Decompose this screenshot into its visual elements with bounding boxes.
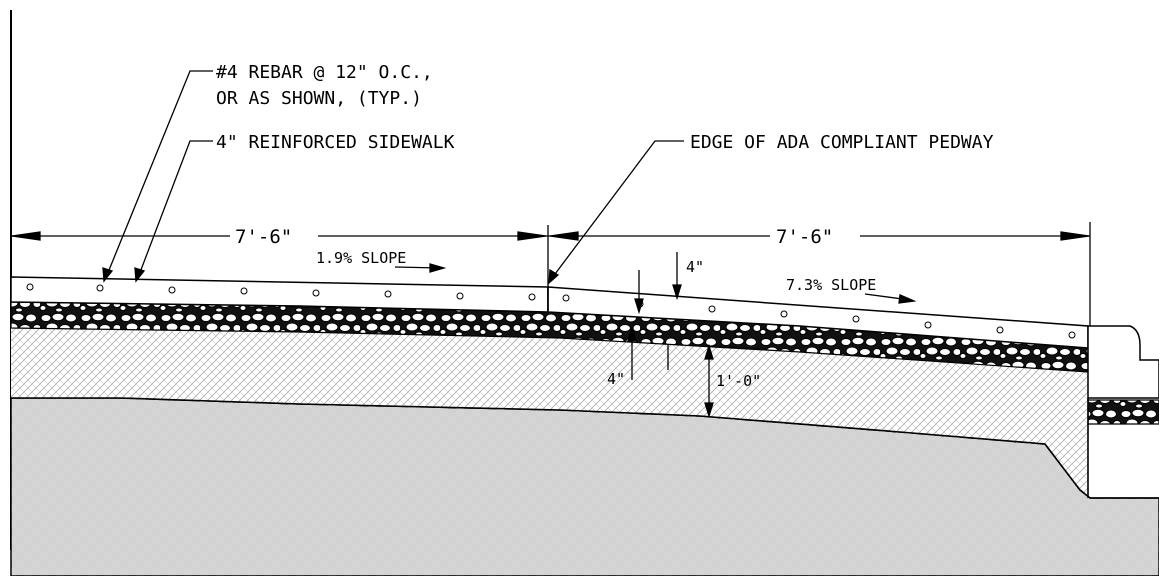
base-thickness-label: 4" (607, 370, 625, 388)
base-thickness-dim (627, 325, 669, 380)
leader-lines (102, 70, 684, 285)
slope-left-label: 1.9% SLOPE (316, 249, 406, 267)
subbase-depth-label: 1'-0" (716, 372, 761, 390)
slope-left-arrow (394, 263, 447, 273)
slope-right-arrow (864, 293, 917, 304)
curb-gravel (1087, 399, 1159, 425)
rebar-note-line2: OR AS SHOWN, (TYP.) (216, 88, 422, 109)
slab-thickness-dim (634, 252, 682, 315)
slope-right-label: 7.3% SLOPE (786, 276, 876, 294)
sidewalk-slab-left (10, 276, 549, 313)
curb (1087, 325, 1159, 399)
subbase-layer (11, 328, 1088, 498)
sidewalk-note: 4" REINFORCED SIDEWALK (216, 132, 455, 153)
subbase-depth-dim (704, 343, 714, 419)
dimension-width (11, 222, 1091, 326)
dim-left-width: 7'-6" (235, 226, 292, 248)
pedway-edge-note: EDGE OF ADA COMPLIANT PEDWAY (690, 132, 994, 153)
dim-right-width: 7'-6" (776, 226, 833, 248)
rebar-note-line1: #4 REBAR @ 12" O.C., (216, 62, 433, 83)
slab-thickness-label: 4" (686, 258, 704, 276)
